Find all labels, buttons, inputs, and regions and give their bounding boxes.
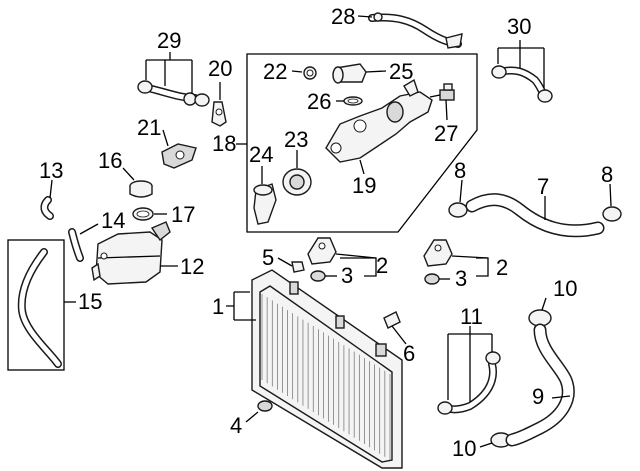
part-27-temperature-sensor bbox=[429, 83, 455, 101]
part-15-overflow-hose bbox=[17, 248, 62, 368]
callout-10-top: 10 bbox=[553, 276, 577, 301]
callout-29: 29 bbox=[157, 28, 181, 53]
callout-11: 11 bbox=[460, 304, 483, 329]
callout-4: 4 bbox=[230, 413, 242, 438]
callout-30: 30 bbox=[507, 14, 531, 39]
callout-1: 1 bbox=[212, 294, 224, 319]
part-24-inlet-pipe bbox=[253, 183, 277, 225]
callout-25: 25 bbox=[389, 59, 413, 84]
part-3-mount-right bbox=[424, 273, 440, 285]
part-19-thermostat-housing bbox=[325, 78, 433, 163]
part-7-upper-radiator-hose bbox=[465, 193, 605, 238]
part-8-clamp-right bbox=[602, 206, 622, 222]
callout-21: 21 bbox=[137, 115, 161, 140]
part-5-insulator bbox=[291, 261, 305, 273]
part-3-mount-left bbox=[310, 270, 326, 282]
part-2-bracket-right bbox=[423, 239, 453, 267]
callout-3-left: 3 bbox=[341, 263, 353, 288]
callout-12: 12 bbox=[180, 254, 204, 279]
callout-2-left: 2 bbox=[376, 253, 388, 278]
callout-26: 26 bbox=[307, 89, 331, 114]
part-6-drain-plug bbox=[383, 311, 401, 329]
part-28-bypass-hose bbox=[368, 12, 463, 49]
callout-7: 7 bbox=[537, 174, 549, 199]
part-23-thermostat bbox=[282, 168, 312, 196]
callout-8-left: 8 bbox=[454, 158, 466, 183]
callout-23: 23 bbox=[284, 127, 308, 152]
part-12-coolant-reservoir bbox=[91, 221, 171, 285]
callout-24: 24 bbox=[249, 142, 273, 167]
callout-28: 28 bbox=[331, 4, 355, 29]
part-4-lower-mount bbox=[257, 400, 273, 412]
callout-27: 27 bbox=[434, 121, 458, 146]
callout-6: 6 bbox=[403, 341, 415, 366]
callout-20: 20 bbox=[208, 56, 232, 81]
callout-8-right: 8 bbox=[601, 162, 613, 187]
part-2-bracket-left bbox=[307, 237, 337, 265]
thermostat-group-box bbox=[246, 53, 478, 233]
part-15-box bbox=[7, 239, 65, 371]
callout-13: 13 bbox=[39, 158, 63, 183]
callout-5: 5 bbox=[262, 245, 274, 270]
part-1-radiator bbox=[251, 269, 403, 469]
part-11-hose-assembly bbox=[437, 351, 501, 415]
part-14-small-hose bbox=[68, 228, 84, 262]
callout-22: 22 bbox=[263, 59, 287, 84]
part-9-lower-radiator-hose bbox=[505, 323, 575, 447]
callout-2-right: 2 bbox=[496, 255, 508, 280]
part-8-clamp-left bbox=[448, 202, 468, 218]
part-30-hose-assembly bbox=[491, 65, 553, 103]
part-25-outlet-fitting bbox=[332, 63, 367, 84]
callout-18: 18 bbox=[212, 131, 236, 156]
part-13-small-hose bbox=[40, 196, 54, 220]
callout-19: 19 bbox=[352, 173, 376, 198]
callout-15: 15 bbox=[78, 289, 102, 314]
callout-16: 16 bbox=[98, 148, 122, 173]
part-21-flange bbox=[161, 143, 197, 169]
callout-10-bottom: 10 bbox=[452, 436, 476, 461]
part-16-reservoir-cap bbox=[129, 180, 153, 198]
callout-9: 9 bbox=[532, 384, 544, 409]
callout-14: 14 bbox=[101, 208, 125, 233]
part-20-gasket bbox=[211, 101, 227, 127]
part-29-hose-assembly bbox=[137, 80, 210, 107]
callout-3-right: 3 bbox=[455, 266, 467, 291]
callout-numbers: 28 29 30 20 22 25 26 21 27 23 18 24 19 1… bbox=[39, 4, 613, 461]
leader-lines bbox=[49, 15, 612, 448]
callout-17: 17 bbox=[171, 202, 195, 227]
